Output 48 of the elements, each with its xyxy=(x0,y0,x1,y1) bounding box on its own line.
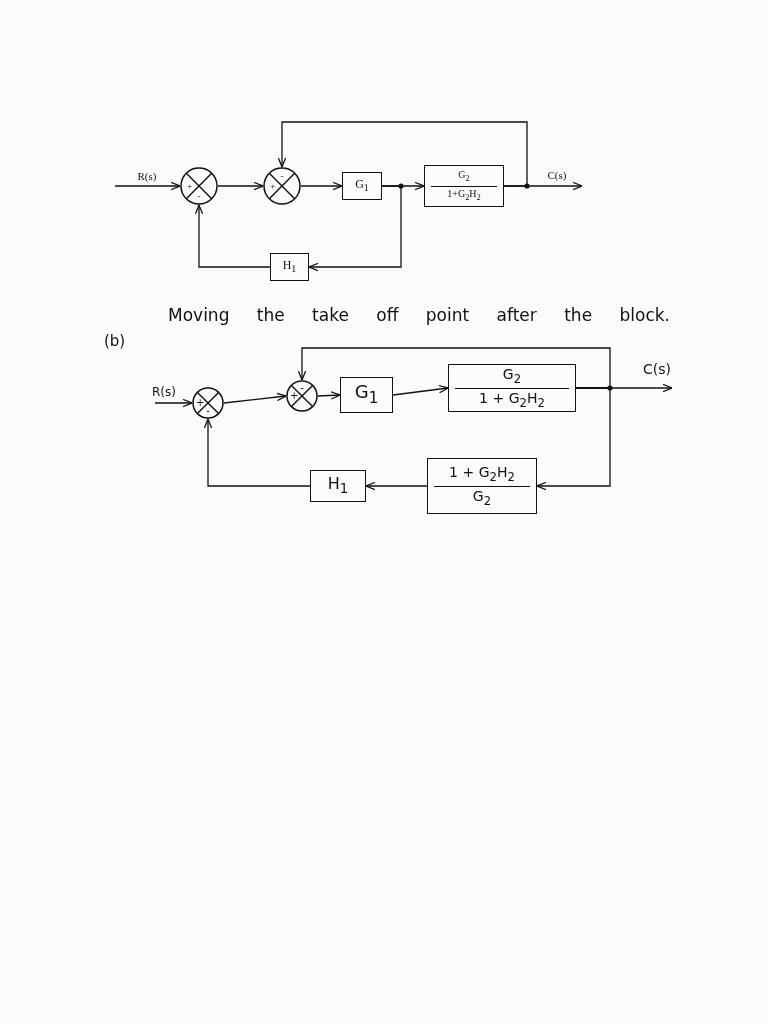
transfer-block xyxy=(427,458,537,514)
summing-junction xyxy=(192,387,224,419)
connector-arrow xyxy=(217,181,264,191)
transfer-block xyxy=(340,377,393,413)
numerator-label: 1 + G$_{2}$H$_{2}$ xyxy=(449,465,515,484)
numerator-label: G$_{2}$ xyxy=(502,367,522,386)
block-label: H$_{1}$ xyxy=(327,475,349,497)
note-text: Moving the take off point after the block. xyxy=(168,306,671,325)
sign-label: - xyxy=(197,191,201,201)
connector-arrow xyxy=(365,481,428,491)
summing-junction xyxy=(180,167,218,205)
edge-label: C(s) xyxy=(546,170,568,181)
transfer-block xyxy=(448,364,576,412)
connector-arrow xyxy=(536,387,611,491)
transfer-block xyxy=(310,470,366,502)
connector-arrow xyxy=(114,181,181,191)
transfer-block xyxy=(270,253,309,281)
part-label: (b) xyxy=(104,333,126,350)
connector-arrow xyxy=(317,391,341,400)
denominator-label: G$_{2}$ xyxy=(472,488,492,507)
sign-label: + xyxy=(196,398,205,408)
connector-arrow xyxy=(223,392,287,404)
numerator-label: G$_{2}$ xyxy=(458,169,470,184)
block-label: G$_{1}$ xyxy=(354,383,379,407)
sign-label: + xyxy=(187,181,193,191)
denominator-label: 1 + G$_{2}$H$_{2}$ xyxy=(479,390,545,409)
connector-arrow xyxy=(203,418,311,487)
connector-arrow xyxy=(194,204,271,268)
sign-label: - xyxy=(300,382,304,393)
sign-label: + xyxy=(270,181,276,191)
denominator-label: 1+G$_{2}$H$_{2}$ xyxy=(447,188,481,203)
connector-arrow xyxy=(308,185,402,272)
transfer-block xyxy=(424,165,504,207)
sign-label: + xyxy=(290,391,299,401)
connector-arrow xyxy=(503,181,583,191)
sign-label: - xyxy=(280,171,284,181)
edge-label: R(s) xyxy=(136,171,158,182)
sign-label: - xyxy=(206,406,210,417)
edge-label: R(s) xyxy=(151,386,177,398)
block-label: G$_{1}$ xyxy=(355,178,369,194)
connector-arrow xyxy=(154,398,193,408)
block-label: H$_{1}$ xyxy=(282,259,297,275)
summing-junction xyxy=(263,167,301,205)
edge-label: C(s) xyxy=(642,362,672,376)
summing-junction xyxy=(286,380,318,412)
transfer-block xyxy=(342,172,382,200)
connector-arrow xyxy=(392,384,449,396)
connector-arrow xyxy=(300,181,343,191)
